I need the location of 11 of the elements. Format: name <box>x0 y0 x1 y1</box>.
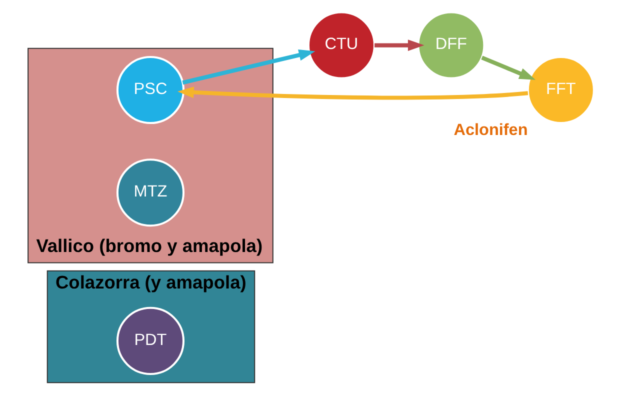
arrow <box>374 40 424 51</box>
arrow <box>177 86 528 100</box>
node-circle: PDT <box>116 306 184 375</box>
node-circle: CTU <box>306 11 375 80</box>
node-circle: MTZ <box>116 158 184 227</box>
node-label: Aclonifen <box>453 121 528 140</box>
node-circle: DFF <box>416 11 485 80</box>
node-circle: PSC <box>116 56 184 124</box>
arrow <box>480 56 536 80</box>
node-circle: FFT <box>526 56 594 124</box>
arrow <box>182 49 315 85</box>
